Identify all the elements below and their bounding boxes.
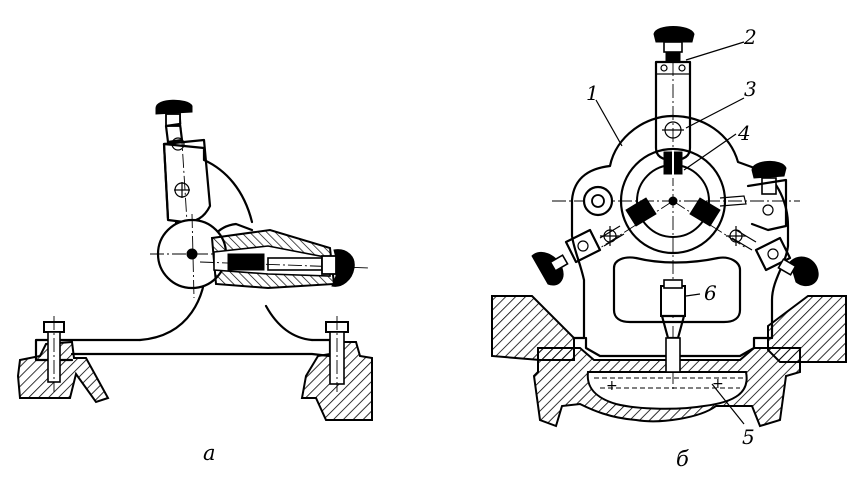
callout-4: 4 xyxy=(737,121,751,145)
ring-screw-right xyxy=(726,226,746,246)
jaw-lower-right xyxy=(689,197,721,227)
clamp-screw-6 xyxy=(660,279,686,373)
caption-view-a: а xyxy=(203,441,216,465)
callout-2: 2 xyxy=(743,25,757,49)
base-bolt-right xyxy=(325,316,349,392)
workpiece-circle xyxy=(150,213,240,299)
lathe-bed-left-rail xyxy=(16,340,110,404)
bed-inner-cavity xyxy=(586,371,748,410)
base-bolt-left xyxy=(43,316,65,392)
right-side-knob[interactable] xyxy=(777,256,819,287)
upper-knob-b[interactable] xyxy=(653,26,695,63)
callout-leaders xyxy=(595,41,745,425)
callout-5: 5 xyxy=(742,425,755,449)
side-jaw-housing-section xyxy=(199,228,371,290)
latch-knob[interactable] xyxy=(719,161,788,232)
ring-screw-left xyxy=(600,226,620,246)
upper-adjust-knob[interactable] xyxy=(155,99,193,144)
left-side-knob[interactable] xyxy=(531,252,569,286)
axis-left-jaw xyxy=(599,200,674,249)
plus-mark-right: + xyxy=(712,376,724,392)
callout-3: 3 xyxy=(744,77,757,101)
axis-right-jaw xyxy=(672,200,747,249)
caption-view-b: б xyxy=(676,447,689,471)
jaw-lower-left xyxy=(625,197,657,227)
body-window xyxy=(612,256,742,324)
plus-mark-left: + xyxy=(606,378,618,394)
jaw-top xyxy=(663,150,683,178)
view-a-side-section xyxy=(16,99,373,421)
hinge-pin xyxy=(582,185,614,217)
callout-6: 6 xyxy=(704,281,717,305)
view-b-front-view: + + xyxy=(491,26,847,428)
callout-1: 1 xyxy=(586,81,599,105)
side-adjust-knob[interactable] xyxy=(321,249,355,287)
